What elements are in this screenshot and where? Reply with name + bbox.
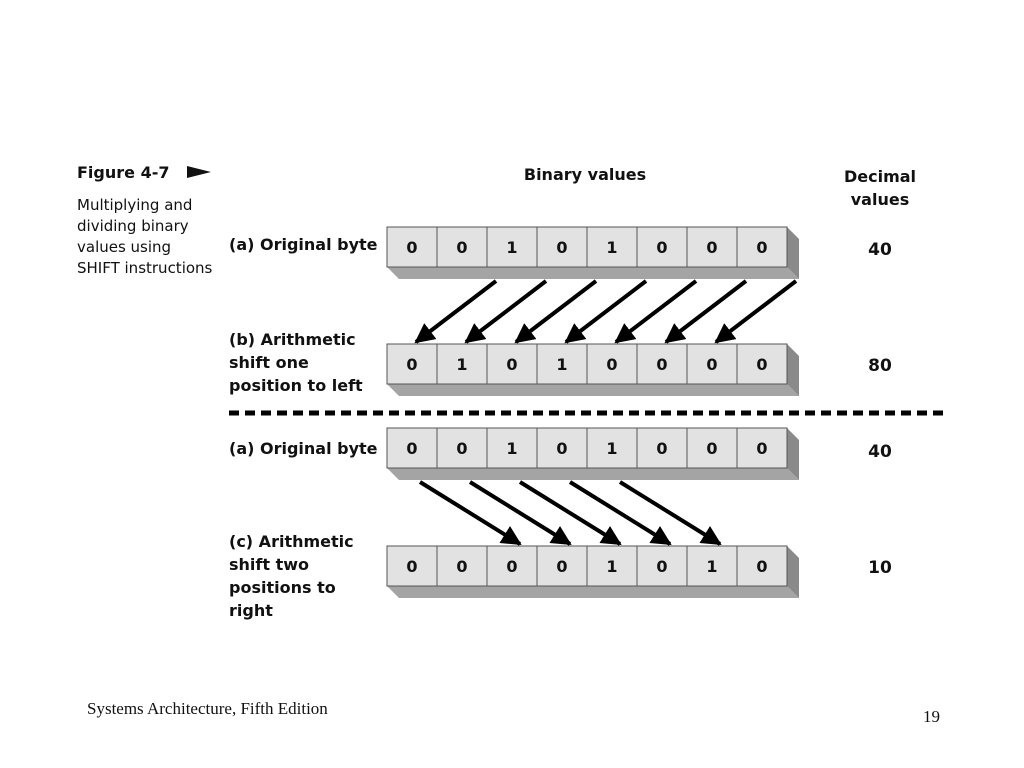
- bit-value: 0: [656, 557, 667, 576]
- bit-value: 0: [756, 355, 767, 374]
- footer-page-number: 19: [923, 707, 940, 726]
- bit-value: 0: [756, 238, 767, 257]
- shift-arrow: [564, 279, 648, 344]
- bit-value: 1: [456, 355, 467, 374]
- bit-value: 0: [606, 355, 617, 374]
- decimal-values-header: Decimal values: [843, 167, 917, 209]
- bit-value: 1: [706, 557, 717, 576]
- byte-register: 0 0 0 0 1 0 1 0: [386, 545, 799, 598]
- bit-cell: [586, 545, 638, 587]
- bit-value: 0: [706, 355, 717, 374]
- row-label-original-byte: (a) Original byte: [229, 439, 378, 458]
- bit-cell: [636, 226, 688, 268]
- bit-value: 0: [506, 557, 517, 576]
- bit-cell: [736, 427, 788, 469]
- footer-book-title: Systems Architecture, Fifth Edition: [87, 699, 328, 718]
- binary-values-header: Binary values: [523, 165, 647, 184]
- bit-cell: [736, 545, 788, 587]
- bit-cell: [386, 545, 438, 587]
- bit-value: 0: [706, 439, 717, 458]
- shift-arrow: [418, 480, 522, 546]
- bit-cell: [536, 343, 588, 385]
- bit-value: 0: [456, 238, 467, 257]
- figure-title: Figure 4-7: [77, 163, 170, 182]
- register-bottom-face: [387, 586, 799, 598]
- byte-register: 0 0 1 0 1 0 0 0: [386, 427, 799, 480]
- register-bottom-face: [387, 468, 799, 480]
- shift-arrow: [614, 279, 698, 344]
- register-bottom-face: [387, 384, 799, 396]
- bit-value: 0: [406, 439, 417, 458]
- decimal-value: 10: [868, 558, 892, 578]
- bit-value: 0: [406, 557, 417, 576]
- bit-value: 0: [756, 439, 767, 458]
- bit-value: 0: [456, 439, 467, 458]
- bit-value: 0: [656, 439, 667, 458]
- byte-register: 0 1 0 1 0 0 0 0: [386, 343, 799, 396]
- decimal-value: 80: [868, 356, 892, 376]
- shift-arrow: [664, 279, 748, 344]
- bit-value: 0: [656, 355, 667, 374]
- register-bottom-face: [387, 267, 799, 279]
- bit-cell: [536, 226, 588, 268]
- figure-caption: Multiplying and dividing binary values u…: [77, 196, 213, 277]
- bit-cell: [636, 427, 688, 469]
- bit-cell: [436, 545, 488, 587]
- bit-cell: [386, 427, 438, 469]
- bit-value: 1: [606, 439, 617, 458]
- bit-cell: [536, 545, 588, 587]
- register-side-face: [787, 227, 799, 279]
- shift-arrow: [568, 480, 672, 546]
- bit-cell: [636, 343, 688, 385]
- decimal-value: 40: [868, 442, 892, 462]
- bit-cell: [536, 427, 588, 469]
- shift-arrow: [514, 279, 598, 344]
- shift-arrow: [714, 279, 798, 344]
- bit-cell: [686, 545, 738, 587]
- bit-value: 1: [606, 557, 617, 576]
- shift-arrow: [414, 279, 498, 344]
- pointer-arrow-icon: [187, 166, 211, 178]
- bit-value: 0: [556, 439, 567, 458]
- bit-cell: [586, 427, 638, 469]
- shift-arrow: [464, 279, 548, 344]
- shift-arrow: [468, 480, 572, 546]
- bit-value: 1: [556, 355, 567, 374]
- bit-cell: [586, 226, 638, 268]
- bit-value: 0: [556, 557, 567, 576]
- bit-value: 0: [756, 557, 767, 576]
- row-label-original-byte: (a) Original byte: [229, 235, 378, 254]
- bit-value: 0: [406, 355, 417, 374]
- bit-value: 1: [506, 238, 517, 257]
- bit-value: 0: [706, 238, 717, 257]
- bit-cell: [386, 343, 438, 385]
- register-side-face: [787, 546, 799, 598]
- bit-cell: [386, 226, 438, 268]
- bit-cell: [486, 226, 538, 268]
- row-label-shift-right: (c) Arithmetic shift two positions to ri…: [229, 532, 354, 620]
- bit-value: 0: [556, 238, 567, 257]
- shift-arrow: [618, 480, 722, 546]
- row-label-shift-left: (b) Arithmetic shift one position to lef…: [229, 330, 363, 395]
- bit-cell: [436, 343, 488, 385]
- bit-value: 0: [456, 557, 467, 576]
- bit-value: 0: [506, 355, 517, 374]
- bit-value: 1: [606, 238, 617, 257]
- shift-arrow: [518, 480, 622, 546]
- bit-value: 0: [656, 238, 667, 257]
- bit-cell: [486, 343, 538, 385]
- bit-cell: [736, 343, 788, 385]
- bit-cell: [736, 226, 788, 268]
- bit-cell: [586, 343, 638, 385]
- bit-value: 1: [506, 439, 517, 458]
- register-side-face: [787, 428, 799, 480]
- bit-cell: [436, 226, 488, 268]
- byte-register: 0 0 1 0 1 0 0 0: [386, 226, 799, 279]
- bit-value: 0: [406, 238, 417, 257]
- decimal-value: 40: [868, 240, 892, 260]
- register-side-face: [787, 344, 799, 396]
